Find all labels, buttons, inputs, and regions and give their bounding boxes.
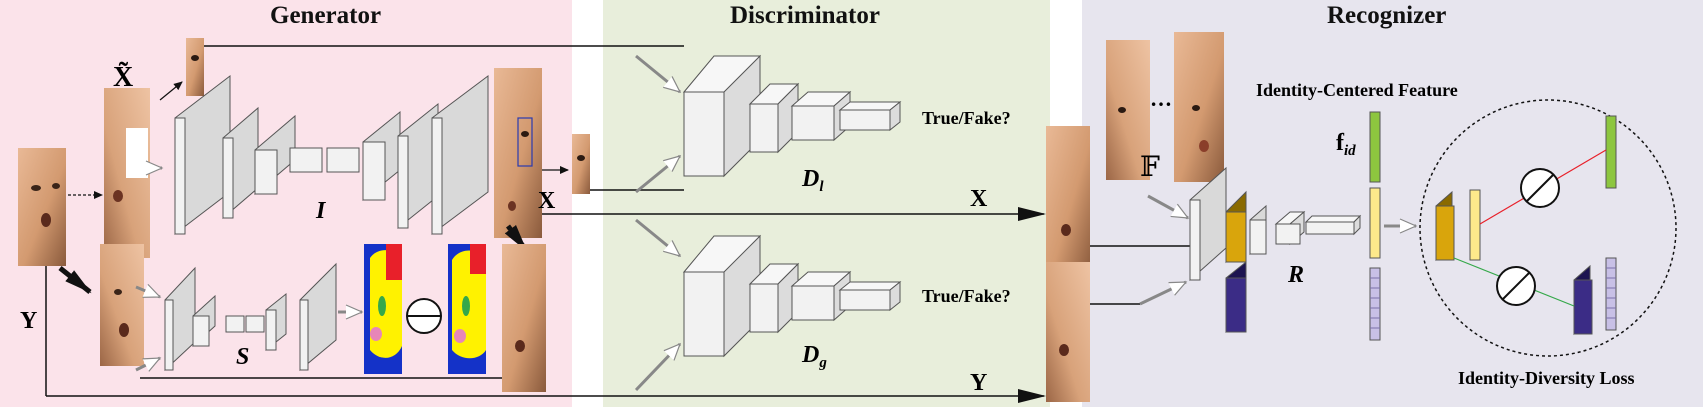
label-generator-i: I	[315, 198, 327, 224]
open-arrow-y-to-r	[1139, 280, 1188, 306]
eye-patch-output	[572, 134, 590, 194]
label-y-recognizer: Y	[970, 370, 987, 396]
open-arrow-dg-a	[635, 218, 682, 258]
label-x-tilde: X̃	[113, 62, 133, 93]
open-arrow-f-to-r	[1147, 194, 1190, 220]
generator-title: Generator	[270, 2, 382, 29]
identity-diversity-loss-label: Identity-Diversity Loss	[1458, 368, 1635, 388]
recognizer-network-r	[1189, 166, 1362, 334]
label-f-id: fid	[1336, 130, 1356, 159]
label-x-out: X	[538, 188, 556, 214]
loss-lavender-bar	[1605, 257, 1617, 331]
label-dl: Dl	[801, 166, 824, 195]
crop-arrow	[159, 81, 183, 101]
loss-yellow-bar	[1469, 189, 1481, 261]
loss-gold-block	[1435, 190, 1455, 262]
discriminator-title: Discriminator	[730, 2, 880, 29]
recognizer-title: Recognizer	[1327, 2, 1447, 29]
label-face-set: 𝔽	[1140, 152, 1160, 183]
local-discriminator-dl	[682, 54, 902, 178]
recognizer-input-x	[1046, 126, 1090, 276]
recognizer-input-y	[1046, 262, 1090, 402]
face-set-f	[1106, 32, 1224, 182]
seg-input-face	[100, 244, 144, 366]
generated-face-x	[494, 68, 542, 238]
discriminator-panel	[603, 0, 1050, 407]
loss-green-bar	[1605, 115, 1617, 189]
masked-face-x-tilde	[104, 88, 150, 258]
segmentation-network-s	[164, 262, 337, 372]
face-set-ellipsis: …	[1150, 86, 1172, 111]
label-recognizer-r: R	[1287, 262, 1304, 288]
segmentation-map-generated	[448, 244, 486, 374]
open-arrow-seg-in-a	[135, 283, 162, 299]
true-fake-top: True/Fake?	[922, 108, 1011, 128]
label-dg: Dg	[801, 342, 827, 371]
global-discriminator-dg	[682, 234, 902, 358]
eye-patch-input	[186, 38, 204, 96]
loss-purple-block	[1573, 264, 1593, 336]
identity-centered-feature-label: Identity-Centered Feature	[1256, 80, 1458, 100]
green-feature-bar	[1369, 111, 1381, 183]
input-face-y	[18, 148, 66, 266]
thick-arrow-y-down	[58, 266, 92, 294]
lavender-feature-bar	[1369, 267, 1381, 341]
label-x-recognizer: X	[970, 186, 988, 212]
generator-network-i	[174, 74, 489, 236]
open-arrow-seg-in-b	[135, 356, 162, 372]
label-y: Y	[20, 308, 37, 334]
identity-diversity-loss-circle	[1419, 99, 1677, 357]
true-fake-bottom: True/Fake?	[922, 286, 1011, 306]
segmentation-map-real	[364, 244, 402, 374]
open-arrow-dg-b	[634, 342, 682, 392]
open-arrow-dl-a	[635, 54, 682, 94]
seg-output-face	[502, 244, 546, 392]
open-arrow-dl-b	[635, 154, 682, 194]
label-segmentation-s: S	[236, 344, 249, 370]
yellow-feature-bar	[1369, 187, 1381, 259]
